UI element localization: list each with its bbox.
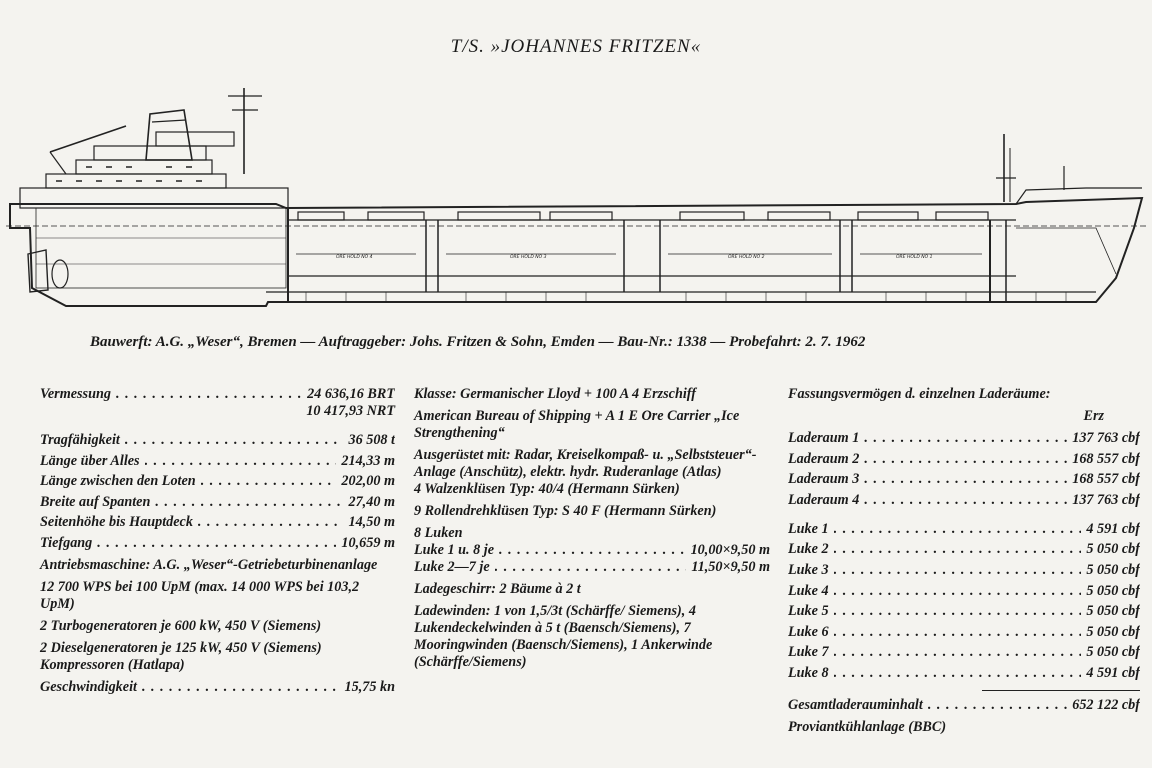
klasse-text: Klasse: Germanischer Lloyd + 100 A 4 Erz… [414, 386, 696, 402]
hold-label-3: ORE HOLD NO 3 [510, 254, 547, 260]
luke-row-value: 4 591 cbf [1086, 664, 1140, 681]
luke-1-8-row: Luke 1 u. 8 je 10,00×9,50 m [414, 542, 770, 559]
spec-row-value: 214,33 m [341, 452, 395, 469]
spec-row: Breite auf Spanten 27,40 m [40, 494, 395, 511]
ausgeruestet-text: Ausgerüstet mit: Radar, Kreiselkompaß- u… [414, 447, 757, 480]
luke-row-label: Luke 4 [788, 582, 829, 599]
laderaum-row-label: Laderaum 2 [788, 450, 860, 467]
vermessung-brt: 24 636,16 BRT [307, 386, 395, 402]
laderaum-row-label: Laderaum 1 [788, 430, 860, 446]
spec-row: Seitenhöhe bis Hauptdeck 14,50 m [40, 514, 395, 531]
gesamt-value: 652 122 cbf [1072, 696, 1140, 713]
laderaum-row: Laderaum 2 168 557 cbf [788, 451, 1140, 468]
antrieb-text: Antriebsmaschine: A.G. „Weser“-Getriebe­… [40, 556, 378, 573]
luke-row: Luke 3 5 050 cbf [788, 562, 1140, 579]
hold-label-1: ORE HOLD NO 1 [896, 254, 933, 260]
ship-drawing: ORE HOLD NO 4 ORE HOLD NO 3 ORE HOLD NO … [6, 88, 1146, 307]
specs-column-1: Vermessung 24 636,16 BRT 10 417,93 NRT T… [40, 386, 395, 696]
luke-row-label: Luke 8 [788, 664, 829, 681]
luke-row-label: Luke 5 [788, 603, 829, 620]
laderaum-row-label: Laderaum 4 [788, 491, 860, 508]
luke-row-value: 4 591 cbf [1086, 520, 1140, 537]
rollendrehkluesen-text: 9 Rollendrehklüsen Typ: S 40 F (Hermann … [414, 503, 717, 519]
shipyard-info: Bauwerft: A.G. „Weser“, Bremen — Auftrag… [90, 334, 866, 350]
luke-row-label: Luke 1 [788, 520, 829, 537]
luke-row: Luke 2 5 050 cbf [788, 541, 1140, 558]
luke-1-8-value: 10,00×9,50 m [690, 542, 770, 558]
spec-row-label: Länge zwischen den Loten [40, 473, 196, 490]
erz-heading: Erz [1083, 408, 1104, 424]
laderaum-row-label: Laderaum 3 [788, 471, 860, 488]
luke-row-value: 5 050 cbf [1086, 541, 1140, 558]
luke-row-value: 5 050 cbf [1086, 582, 1140, 599]
spec-row-label: Tiefgang [40, 534, 93, 551]
spec-row: Länge zwischen den Loten 202,00 m [40, 473, 395, 490]
spec-row-label: Tragfähigkeit [40, 432, 120, 448]
ladewinden-text: Ladewinden: 1 von 1,5/3t (Schärffe/ Siem… [414, 603, 713, 670]
spec-row-value: 27,40 m [348, 493, 395, 510]
turbogeneratoren-text: 2 Turbogeneratoren je 600 kW, 450 V (Sie… [40, 617, 322, 634]
capacity-heading: Fassungsvermögen d. einzelnen Laderäume: [788, 386, 1051, 402]
walzenkluesen-text: 4 Walzenklüsen Typ: 40/4 (Hermann Sürken… [414, 481, 680, 497]
laderaum-row: Laderaum 4 137 763 cbf [788, 492, 1140, 509]
laderaum-row: Laderaum 3 168 557 cbf [788, 471, 1140, 488]
luke-row: Luke 5 5 050 cbf [788, 603, 1140, 620]
kompressoren-text: Kompressoren (Hatlapa) [40, 656, 185, 673]
geschwindigkeit-row: Geschwindigkeit 15,75 kn [40, 679, 395, 696]
luken-count: 8 Luken [414, 525, 463, 541]
luke-row-label: Luke 7 [788, 644, 829, 661]
spec-row-label: Länge über Alles [40, 452, 140, 469]
luke-row: Luke 8 4 591 cbf [788, 665, 1140, 682]
proviant-text: Proviantkühlanlage (BBC) [788, 718, 947, 735]
spec-row: Länge über Alles 214,33 m [40, 453, 395, 470]
luke-row-label: Luke 6 [788, 623, 829, 640]
specs-column-3: Fassungsvermögen d. einzelnen Laderäume:… [788, 386, 1140, 736]
abs-text: American Bureau of Shipping + A 1 E Ore … [414, 408, 740, 441]
luke-1-8-label: Luke 1 u. 8 je [414, 542, 494, 558]
luke-row-value: 5 050 cbf [1086, 603, 1140, 620]
gesamt-label: Gesamtladerauminhalt [788, 696, 923, 713]
luke-row-label: Luke 3 [788, 561, 829, 578]
wps-text: 12 700 WPS bei 100 UpM (max. 14 000 WPS … [40, 578, 360, 612]
luke-row: Luke 7 5 050 cbf [788, 644, 1140, 661]
laderaum-row-value: 168 557 cbf [1072, 471, 1140, 488]
luke-2-7-label: Luke 2—7 je [414, 559, 490, 575]
luke-2-7-row: Luke 2—7 je 11,50×9,50 m [414, 559, 770, 576]
spec-row-value: 10,659 m [341, 534, 395, 551]
laderaum-row: Laderaum 1 137 763 cbf [788, 430, 1140, 447]
spec-row-value: 14,50 m [348, 514, 395, 531]
laderaum-row-value: 137 763 cbf [1072, 491, 1140, 508]
spec-row: Tragfähigkeit 36 508 t [40, 432, 395, 449]
luke-row: Luke 1 4 591 cbf [788, 521, 1140, 538]
gesamt-row: Gesamtladerauminhalt 652 122 cbf [788, 697, 1140, 714]
page-title: T/S. »JOHANNES FRITZEN« [450, 36, 702, 57]
spec-row: Tiefgang 10,659 m [40, 535, 395, 552]
spec-row-value: 36 508 t [348, 432, 395, 448]
vermessung-nrt: 10 417,93 NRT [306, 403, 395, 419]
luke-row: Luke 4 5 050 cbf [788, 583, 1140, 600]
geschwindigkeit-value: 15,75 kn [344, 678, 395, 695]
spec-row-label: Seitenhöhe bis Hauptdeck [40, 514, 193, 531]
laderaum-row-value: 168 557 cbf [1072, 450, 1140, 467]
laderaum-row-value: 137 763 cbf [1072, 430, 1140, 446]
sum-rule [982, 689, 1140, 691]
luke-row: Luke 6 5 050 cbf [788, 624, 1140, 641]
luke-row-label: Luke 2 [788, 541, 829, 558]
specs-column-2: Klasse: Germanischer Lloyd + 100 A 4 Erz… [414, 386, 770, 671]
luke-2-7-value: 11,50×9,50 m [691, 559, 770, 575]
hold-label-2: ORE HOLD NO 2 [728, 254, 765, 260]
ladegeschirr-text: Ladegeschirr: 2 Bäume à 2 t [414, 581, 581, 597]
spec-row-value: 202,00 m [341, 473, 395, 490]
spec-row-label: Breite auf Spanten [40, 493, 151, 510]
vermessung-row: Vermessung 24 636,16 BRT [40, 386, 395, 403]
luke-row-value: 5 050 cbf [1086, 561, 1140, 578]
luke-row-value: 5 050 cbf [1086, 644, 1140, 661]
hold-label-4: ORE HOLD NO 4 [336, 254, 373, 260]
luke-row-value: 5 050 cbf [1086, 623, 1140, 640]
geschwindigkeit-label: Geschwindigkeit [40, 678, 137, 695]
vermessung-label: Vermessung [40, 386, 111, 402]
dieselgeneratoren-text: 2 Dieselgeneratoren je 125 kW, 450 V (Si… [40, 639, 322, 656]
